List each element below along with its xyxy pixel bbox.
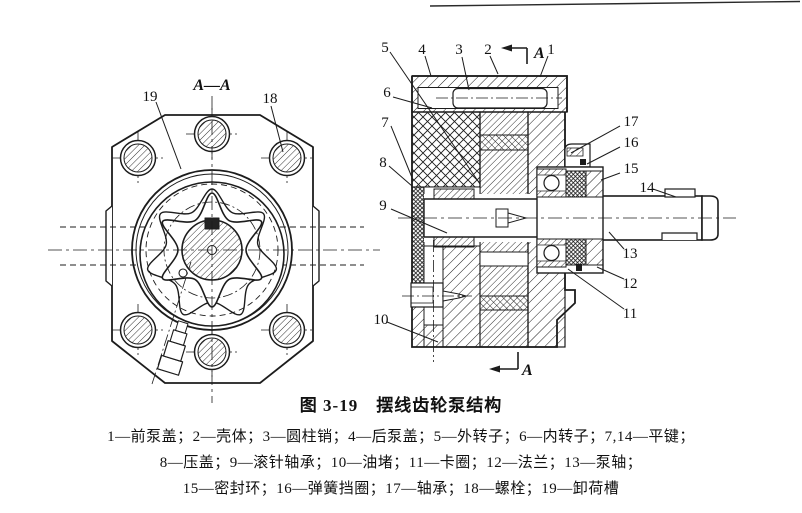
right-port-tab: [312, 205, 320, 287]
page-edge-line: [429, 0, 801, 7]
callout-10: 10: [374, 312, 389, 328]
figure-title: 图 3-19 摆线齿轮泵结构: [299, 396, 503, 415]
bearing-flange-assembly: [536, 143, 604, 274]
shaft-key-14: [664, 188, 696, 198]
rotor-tooth-slot: [479, 251, 529, 267]
callout-14: 14: [640, 180, 656, 196]
seal-ring-lower: [565, 238, 587, 266]
section-label-aa: A—A: [192, 77, 231, 94]
callout-11: 11: [623, 306, 637, 322]
left-view-section-aa: A—A 19 18: [48, 77, 380, 403]
callout-3: 3: [455, 42, 463, 58]
left-port-tab: [105, 205, 113, 287]
callout-13: 13: [623, 246, 638, 262]
callout-2: 2: [484, 42, 492, 58]
rotor-tooth-slot: [479, 134, 529, 151]
callout-18: 18: [263, 91, 278, 107]
bearing-ball: [543, 244, 560, 262]
callout-19: 19: [143, 89, 158, 105]
section-marker-top: A: [501, 44, 545, 64]
relief-plug: [151, 261, 192, 385]
rotor-tooth-slot: [479, 295, 529, 311]
flange-upper: [585, 170, 604, 198]
callout-4: 4: [418, 42, 426, 58]
callout-17: 17: [624, 114, 640, 130]
right-view-longitudinal-section: A A 5 4: [374, 40, 736, 379]
needle-bearing-lower: [433, 236, 475, 248]
callout-6: 6: [383, 85, 391, 101]
callout-9: 9: [379, 198, 387, 214]
section-marker-bottom: A: [489, 352, 533, 379]
callout-8: 8: [379, 155, 387, 171]
oil-plug: [402, 282, 472, 308]
needle-bearing-upper: [433, 188, 475, 200]
callout-12: 12: [623, 276, 638, 292]
bearing-ball: [543, 174, 560, 192]
callout-16: 16: [624, 135, 640, 151]
leader-lines: [386, 51, 677, 343]
svg-text:A: A: [521, 362, 533, 379]
callout-1: 1: [547, 42, 555, 58]
legend-line-2: 8—压盖；9—滚针轴承；10—油堵；11—卡圈；12—法兰；13—泵轴；: [159, 455, 643, 471]
seal-ring-upper: [565, 170, 587, 198]
callout-5: 5: [381, 40, 389, 56]
press-gland: [411, 186, 425, 284]
callout-15: 15: [624, 161, 639, 177]
rear-cover-block: [411, 111, 481, 188]
flange-lower: [585, 238, 604, 266]
callout-7: 7: [381, 115, 389, 131]
snap-ring: [576, 264, 582, 271]
svg-text:A: A: [533, 45, 545, 62]
keyway-notch: [661, 232, 698, 240]
legend-line-1: 1—前泵盖；2—壳体；3—圆柱销；4—后泵盖；5—外转子；6—内转子；7,14—…: [107, 429, 695, 445]
spring-retainer-ring: [580, 159, 586, 165]
legend-line-3: 15—密封环；16—弹簧挡圈；17—轴承；18—螺栓；19—卸荷槽: [182, 481, 620, 497]
